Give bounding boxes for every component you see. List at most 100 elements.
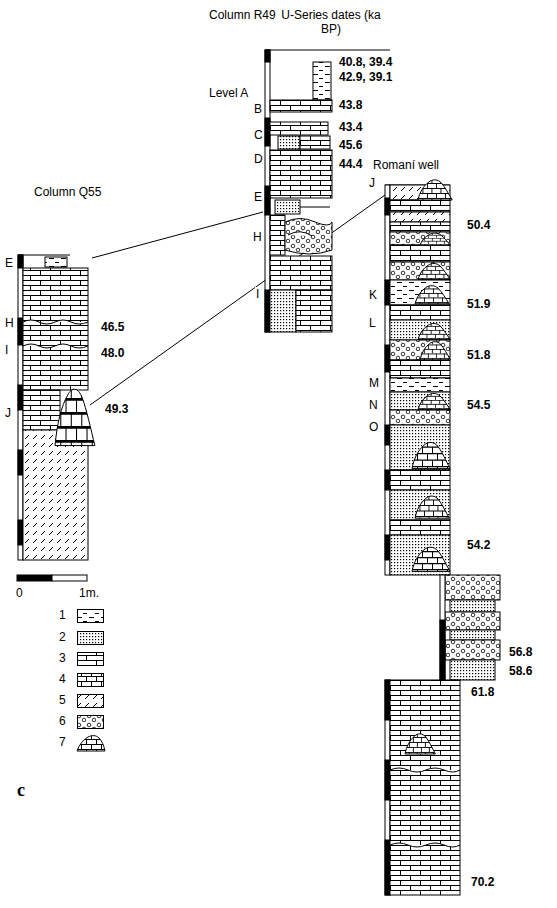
level-letter: N: [368, 398, 379, 412]
scale-bar: [52, 575, 87, 581]
column-romani-well: [390, 470, 450, 490]
scale-label: 1m.: [78, 586, 100, 600]
column-r49: [270, 150, 332, 198]
correlation-lines: [92, 212, 263, 258]
legend-swatch: [76, 734, 106, 752]
date-value: 51.9: [466, 297, 491, 311]
date-value: 48.0: [100, 346, 125, 360]
column-q55: [45, 257, 67, 267]
column-q55: [18, 255, 70, 256]
column-q55: [18, 255, 95, 560]
column-q55: [18, 385, 23, 410]
level-letter: C: [253, 128, 264, 142]
column-romani-well: [385, 425, 390, 445]
legend-number: 2: [58, 630, 67, 644]
romani-lower-section: [405, 734, 435, 754]
column-r49: [300, 207, 330, 208]
romani-lower-section: [440, 575, 445, 680]
column-r49: [300, 136, 330, 149]
romani-lower-section: [450, 660, 495, 680]
legend-number: 7: [58, 735, 67, 749]
level-letter: K: [368, 288, 378, 302]
scale-bar: [17, 575, 52, 581]
column-romani-well: [390, 425, 450, 470]
column-r49: [265, 118, 270, 146]
column-r49: [265, 186, 270, 215]
level-letter: H: [4, 316, 15, 330]
romani-lower-section: [445, 640, 500, 660]
column-r49: [296, 290, 332, 332]
column-romani-well: [390, 360, 450, 378]
column-romani-well: [418, 263, 450, 279]
romani-lower-section: [440, 620, 445, 680]
column-romani-well: [385, 535, 390, 560]
axis-title: U-Series dates (ka BP): [280, 8, 382, 36]
column-r49: [270, 290, 296, 332]
legend-number: 4: [58, 672, 67, 686]
date-value: 45.6: [338, 138, 363, 152]
column-r49: [285, 219, 332, 255]
column-q55: [23, 268, 88, 390]
level-letter: Level A: [208, 86, 249, 100]
date-value: 70.2: [470, 875, 495, 889]
column-r49: [265, 50, 270, 62]
column-romani-well: [390, 232, 450, 245]
date-value: 43.4: [338, 120, 363, 134]
scale-label: 0: [15, 586, 24, 600]
legend-swatch-shape: [77, 736, 105, 751]
date-value: 50.4: [466, 218, 491, 232]
column-romani-well: [415, 496, 449, 518]
column-romani-well: [385, 180, 452, 575]
romani-lower-section: [385, 680, 390, 720]
column-q55: [18, 255, 23, 268]
column-r49: [270, 100, 332, 112]
column-r49: [270, 215, 285, 255]
column-romani-well: [390, 535, 450, 575]
column-r49: [275, 200, 300, 214]
romani-lower-section: [385, 840, 390, 895]
romani-lower-section: [450, 630, 495, 640]
date-value: 54.5: [466, 398, 491, 412]
level-letter: J: [4, 406, 12, 420]
column-romani-well: [418, 323, 450, 339]
legend-swatch-shape: [78, 674, 104, 687]
legend-swatch-shape: [78, 653, 104, 666]
legend-swatch: [76, 713, 106, 731]
legend-number: 5: [58, 693, 67, 707]
column-romani-well: [390, 490, 450, 520]
column-romani-well: [390, 245, 450, 262]
column-r49: [265, 50, 390, 51]
romani-lower-section: [385, 680, 390, 895]
correlation-lines: [90, 195, 385, 405]
romani-lower-section: [385, 760, 390, 800]
column-r49: [270, 256, 332, 290]
romani-lower-section: [445, 612, 500, 630]
level-letter: H: [252, 230, 263, 244]
column-romani-well: [390, 520, 450, 535]
column-romani-well: [390, 222, 450, 232]
romani-lower-section: [450, 600, 495, 612]
column-romani-well: [390, 392, 450, 410]
column-q55: [23, 344, 88, 348]
level-letter: I: [4, 343, 9, 357]
level-letter: B: [253, 102, 263, 116]
level-letter: E: [253, 190, 263, 204]
romani-lower-section: [390, 768, 460, 772]
column-romani-well: [385, 470, 390, 490]
date-value: 46.5: [100, 320, 125, 334]
legend-swatch: [76, 671, 106, 689]
level-letter: J: [368, 176, 376, 190]
column-romani-well: [420, 342, 450, 360]
date-value: 58.6: [508, 664, 533, 678]
legend-number: 3: [58, 651, 67, 665]
date-value: 42.9, 39.1: [338, 70, 393, 84]
level-letter: L: [368, 316, 377, 330]
column-title: Column R49: [208, 8, 277, 22]
column-romani-well: [385, 280, 390, 305]
column-r49: [265, 290, 270, 332]
column-romani-well: [390, 280, 450, 305]
date-value: 49.3: [104, 402, 129, 416]
level-letter: D: [253, 152, 264, 166]
